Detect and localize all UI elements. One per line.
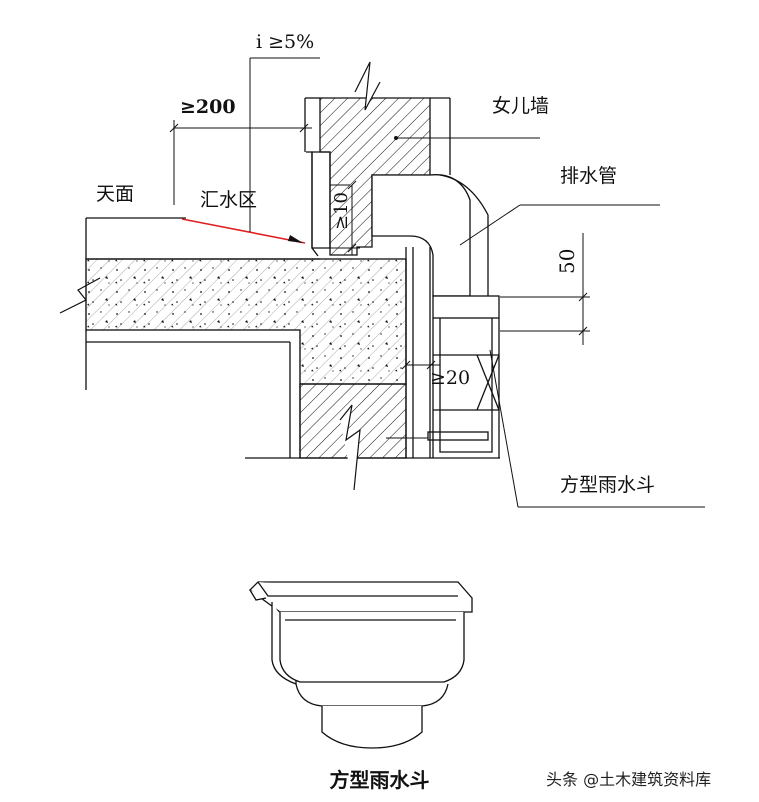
rain-hopper-box — [432, 295, 500, 319]
drop-label: ≥10 — [331, 192, 352, 230]
illustration-caption: 方型雨水斗 — [329, 768, 430, 792]
slope-label: i ≥5% — [256, 31, 314, 53]
rain-hopper-illustration — [249, 581, 473, 749]
slab-break-line — [59, 277, 101, 314]
watermark: 头条 @土木建筑资料库 — [546, 770, 712, 789]
rain-hopper-label: 方型雨水斗 — [560, 474, 655, 496]
slope-line — [181, 218, 306, 244]
drain-pipe-label: 排水管 — [560, 165, 617, 187]
gap-label: ≥20 — [430, 367, 470, 389]
bottom-break-line — [339, 404, 361, 491]
structure — [59, 61, 500, 491]
height-50-label: 50 — [555, 249, 579, 274]
dimension-lines — [169, 57, 705, 508]
setback-label: ≥200 — [180, 96, 236, 118]
parapet-break-line — [354, 61, 381, 111]
roof-surface-label: 天面 — [96, 183, 134, 205]
parapet-wall-label: 女儿墙 — [492, 95, 549, 117]
catchment-zone-label: 汇水区 — [200, 189, 257, 211]
